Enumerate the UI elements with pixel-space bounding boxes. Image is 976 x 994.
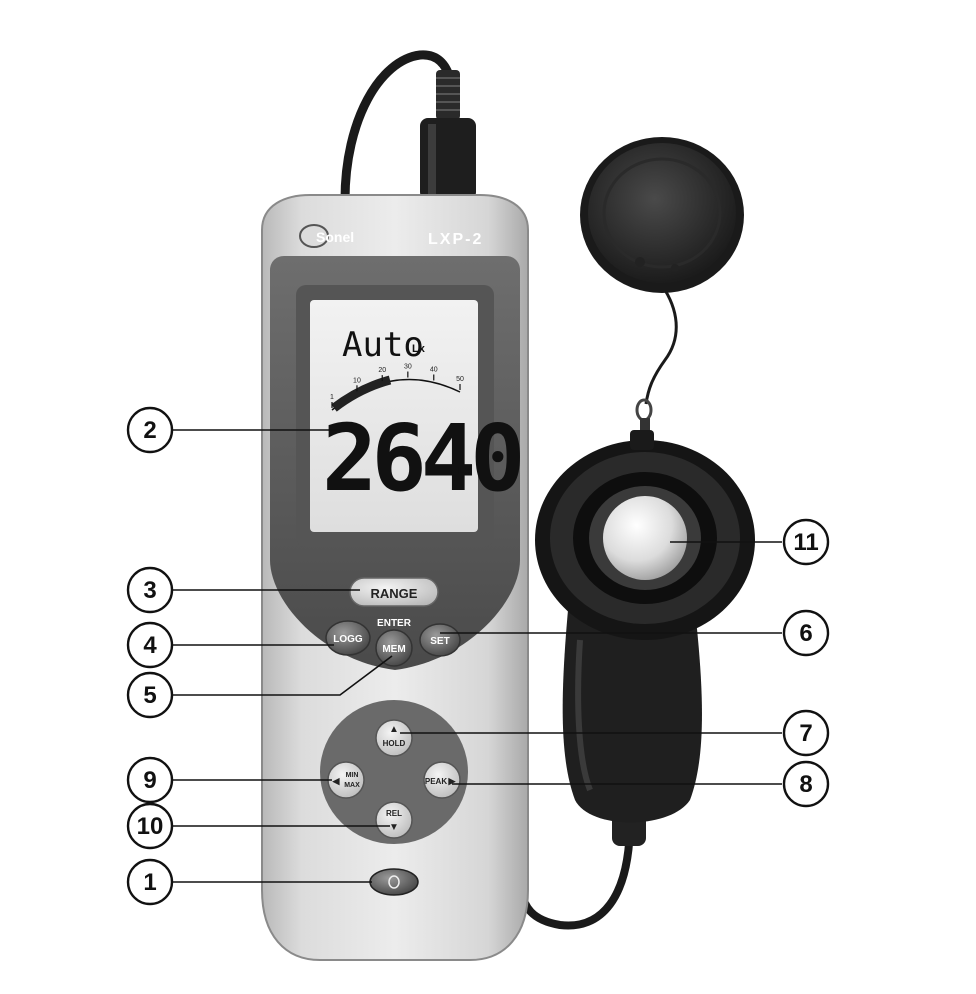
callout-number-2: 2 — [143, 417, 156, 444]
callout-number-11: 11 — [793, 529, 818, 556]
brand-area: Sonel LXP-2 — [299, 224, 483, 248]
mem-label: MEM — [382, 644, 405, 655]
lcd-reading-unit: Lx — [458, 465, 472, 477]
logg-button[interactable]: LOGG — [325, 620, 371, 656]
min-max-button[interactable]: ◀ MIN MAX — [327, 761, 365, 799]
callout-circle-9 — [126, 756, 174, 804]
callout-circle-6 — [782, 609, 830, 657]
callout-number-4: 4 — [143, 632, 157, 659]
min-label: MIN — [346, 772, 359, 779]
callout-number-9: 9 — [143, 767, 156, 794]
light-sensor-probe — [518, 430, 755, 930]
scale-tick-label: 10 — [353, 377, 361, 384]
callout-number-7: 7 — [799, 720, 812, 747]
logg-label: LOGG — [333, 634, 363, 645]
range-label: RANGE — [371, 586, 418, 601]
max-label: MAX — [344, 782, 360, 789]
lcd-content: Auto Lx 1 10 20 30 40 50 2640 Lx — [322, 325, 526, 512]
callout-circle-11 — [782, 518, 830, 566]
model-name: LXP-2 — [428, 231, 483, 248]
rel-label: REL — [386, 809, 402, 818]
power-icon — [388, 875, 400, 889]
left-arrow-icon: ◀ — [332, 776, 341, 786]
callout-circle-2 — [126, 406, 174, 454]
set-button[interactable]: SET — [419, 623, 461, 657]
callout-circle-7 — [782, 709, 830, 757]
callout-number-8: 8 — [799, 771, 812, 798]
brand-logo: Sonel — [316, 229, 354, 245]
direction-pad — [320, 700, 468, 844]
callout-lines — [172, 429, 782, 883]
callout-circle-5 — [126, 671, 174, 719]
range-button[interactable]: RANGE — [349, 577, 439, 607]
callout-number-1: 1 — [143, 869, 156, 896]
callout-circle-1 — [126, 858, 174, 906]
scale-tick-label: 20 — [378, 367, 386, 374]
lcd-mode: Auto — [342, 325, 424, 365]
callout-number-10: 10 — [137, 813, 164, 840]
peak-button[interactable]: PEAK ▶ — [423, 761, 461, 799]
callout-circle-3 — [126, 566, 174, 614]
hold-label: HOLD — [383, 739, 406, 748]
callout-number-5: 5 — [143, 682, 156, 709]
callout-circle-8 — [782, 760, 830, 808]
enter-label: ENTER — [377, 618, 412, 629]
callout-number-6: 6 — [799, 620, 812, 647]
lcd-reading: 2640 — [322, 405, 520, 512]
lcd-scale: 1 10 20 30 40 50 — [330, 364, 464, 408]
right-arrow-icon: ▶ — [448, 776, 457, 786]
hold-button[interactable]: ▲ HOLD — [375, 719, 413, 757]
sensor-cap — [580, 137, 744, 436]
sensor-dome — [603, 496, 687, 580]
up-arrow-icon: ▲ — [389, 724, 399, 735]
top-cable — [340, 50, 476, 205]
power-button[interactable] — [369, 868, 419, 896]
scale-tick-label: 1 — [330, 394, 334, 401]
callout-circle-10 — [126, 802, 174, 850]
rel-button[interactable]: REL ▼ — [375, 801, 413, 839]
mem-button[interactable]: MEM — [375, 629, 413, 667]
down-arrow-icon: ▼ — [389, 822, 399, 833]
peak-label: PEAK — [425, 777, 447, 786]
scale-tick-label: 30 — [404, 364, 412, 371]
scale-tick-label: 50 — [456, 376, 464, 383]
lcd-screen — [310, 300, 478, 532]
callouts: 1 2 3 4 5 6 7 8 9 10 11 — [126, 406, 830, 906]
callout-number-3: 3 — [143, 577, 156, 604]
scale-tick-label: 40 — [430, 366, 438, 373]
lcd-mode-unit: Lx — [412, 343, 426, 355]
set-label: SET — [430, 636, 449, 647]
callout-circle-4 — [126, 621, 174, 669]
